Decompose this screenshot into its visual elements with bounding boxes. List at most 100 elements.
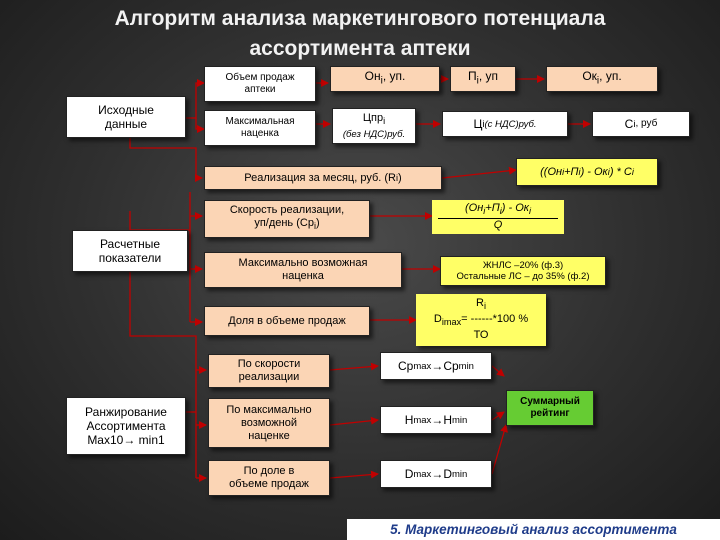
fs-s1: i [483, 206, 486, 217]
d-bs: min [451, 468, 468, 480]
initial-data-box: Исходные данные [66, 96, 186, 138]
sales-share-text: Доля в объеме продаж [228, 314, 346, 327]
cpr-main: Цпр [362, 112, 384, 125]
h-b: H [443, 413, 452, 427]
speed-line-2-text: уп/день (Ср [254, 217, 314, 230]
ranking-line-1: Ранжирование [85, 405, 167, 419]
calculated-indicators-box: Расчетные показатели [72, 230, 188, 272]
fm-t4: ) * С [609, 165, 632, 178]
sales-volume-line-2: аптеки [244, 84, 276, 95]
fm-s1: i [562, 166, 565, 177]
fs-s3: i [528, 206, 532, 217]
sales-volume-box: Объем продаж аптеки [204, 66, 316, 102]
sales-share-box: Доля в объеме продаж [204, 306, 370, 336]
ci-sub: i [633, 118, 636, 130]
speed-line-1: Скорость реализации, [229, 204, 345, 217]
h-arrow: → [431, 413, 444, 427]
cp-arrow: → [431, 359, 444, 373]
calculated-line-1: Расчетные [99, 237, 161, 251]
monthly-close: ) [398, 171, 402, 184]
fm-s4: i [631, 166, 634, 177]
ci-main: С [624, 117, 634, 131]
d-b: D [443, 467, 452, 481]
d-arrow: → [431, 467, 444, 481]
ranking-box: Ранжирование Ассортимента Max10→ min1 [66, 397, 186, 455]
rank-by-speed-box: По скорости реализации [208, 354, 330, 388]
speed-formula-divider [438, 218, 558, 220]
cp-a: Ср [398, 359, 414, 373]
sf-lhs-sub: imax [441, 317, 462, 328]
sf-mid: = ------*100 % [461, 313, 529, 326]
share-formula-denominator: ТО [473, 329, 489, 342]
summary-line-1: Суммарный [520, 396, 580, 407]
ranking-line-3: Max10→ min1 [87, 433, 165, 447]
ok-box: Окi, уп. [546, 66, 658, 92]
ranking-line-2: Ассортимента [86, 419, 166, 433]
sf-lhs: D [433, 313, 442, 326]
rank-speed-line-1: По скорости [237, 358, 301, 370]
sales-speed-box: Скорость реализации, уп/день (Срi) [204, 200, 370, 238]
on-main: Он [364, 69, 381, 84]
c-sub: i [482, 118, 485, 130]
fs-t2: +П [485, 202, 500, 214]
rank-by-markup-box: По максимально возможной наценке [208, 398, 330, 448]
cpr-box: Цпрi (без НДС)руб. [332, 108, 416, 144]
speed-sub: i [313, 221, 316, 232]
title-line-1: Алгоритм анализа маркетингового потенциа… [114, 7, 606, 30]
initial-data-line-1: Исходные [98, 103, 154, 117]
fs-t3: ) - Ок [501, 202, 529, 214]
page-title: Алгоритм анализа маркетингового потенциа… [0, 4, 720, 64]
markup-formula-box: ЖНЛС –20% (ф.3) Остальные ЛС – до 35% (ф… [440, 256, 606, 286]
max-markup-line-1: Максимальная [225, 116, 295, 127]
speed-formula-denominator: Q [493, 219, 503, 232]
rank-markup-line-1: По максимально [226, 403, 312, 416]
slide-caption: 5. Маркетинговый анализ ассортимента [347, 519, 720, 540]
sf-num: R [476, 297, 484, 309]
monthly-text: Реализация за месяц, руб. (R [244, 171, 396, 184]
speed-formula-numerator: (Онi+Пi) - Окi [432, 200, 564, 218]
rank-share-line-1: По доле в [243, 465, 295, 477]
speed-formula-box: (Онi+Пi) - Окi Q [432, 200, 564, 234]
max-markup-input-box: Максимальная наценка [204, 110, 316, 146]
cp-as: max [413, 360, 432, 372]
cpr-note: (без НДС)руб. [342, 128, 406, 140]
max-possible-markup-line-2: наценка [282, 270, 324, 282]
cp-b: Ср [443, 359, 459, 373]
p-sub: i [476, 75, 479, 87]
fm-s2: i [578, 166, 581, 177]
ok-main: Ок [582, 69, 597, 84]
ok-sub: i [596, 75, 600, 87]
ci-unit: , руб [635, 118, 658, 129]
on-unit: , уп. [382, 69, 406, 84]
markup-formula-line-1: ЖНЛС –20% (ф.3) [482, 260, 564, 271]
on-box: Онi, уп. [330, 66, 440, 92]
monthly-sub: i [395, 172, 399, 183]
speed-line-2: уп/день (Срi) [254, 217, 319, 233]
fm-t3: ) - Ок [580, 165, 608, 178]
markup-formula-line-2: Остальные ЛС – до 35% (ф.2) [456, 271, 590, 282]
p-label: Пi, уп [468, 69, 498, 88]
max-possible-markup-box: Максимально возможная наценка [204, 252, 402, 288]
h-a: H [404, 413, 414, 427]
max-possible-markup-line-1: Максимально возможная [238, 257, 368, 269]
cpr-sub: i [383, 116, 386, 127]
rank-speed-line-2: реализации [238, 371, 300, 383]
d-a: D [404, 467, 414, 481]
rank-markup-line-2: возможной [240, 416, 297, 429]
fs-t1: (Он [464, 202, 484, 214]
share-formula-numerator: Ri [416, 294, 546, 313]
c-note: (с НДС)руб. [484, 118, 537, 130]
max-markup-line-2: наценка [241, 128, 279, 139]
fm-s3: i [607, 166, 610, 177]
ok-unit: , уп. [599, 69, 622, 84]
speed-close: ) [316, 217, 320, 230]
h-as: max [413, 414, 432, 426]
